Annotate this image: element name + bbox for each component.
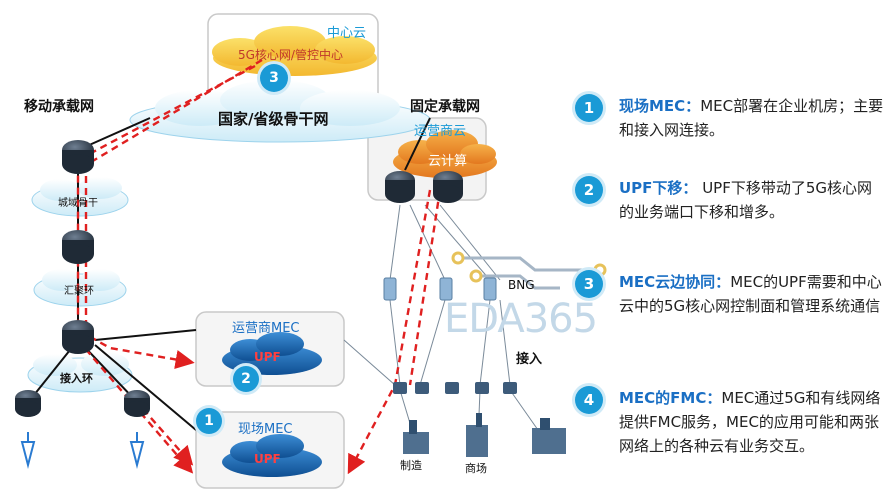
router-icon	[62, 230, 94, 264]
router-icon	[433, 171, 463, 203]
core-network-label: 5G核心网/管控中心	[238, 48, 343, 62]
item-number-3: 3	[575, 270, 603, 298]
operator-cloud-label: 运营商云	[414, 124, 467, 139]
explanation-item-3: 3 MEC云边协同：MEC的UPF需要和中心云中的5G核心网控制面和管理系统通信	[575, 270, 887, 346]
center-cloud-label: 中心云	[327, 26, 367, 41]
item-body-2: UPF下移带动了5G核心网的业务端口下移和增多。	[619, 179, 873, 221]
backbone-label: 国家/省级骨干网	[218, 110, 329, 128]
item-number-1: 1	[575, 94, 603, 122]
badge-1: 1	[196, 408, 222, 434]
explanation-item-1: 1 现场MEC：MEC部署在企业机房；主要和接入网连接。	[575, 94, 887, 150]
badge-2: 2	[233, 366, 259, 392]
antenna-icon	[129, 432, 145, 469]
item-body-4: MEC通过5G和有线网络提供FMC服务，MEC的应用可能和两张网络上的各种云有业…	[619, 389, 881, 455]
antenna-icon	[20, 432, 36, 469]
item-body-1: MEC部署在企业机房；主要和接入网连接。	[619, 97, 884, 139]
city-backbone-label: 城域骨干	[58, 198, 98, 209]
badge-3: 3	[260, 64, 288, 92]
cloud-compute-label: 云计算	[428, 154, 468, 169]
item-body-3: MEC的UPF需要和中心云中的5G核心网控制面和管理系统通信	[619, 273, 882, 315]
aggregation-ring-label: 汇聚环	[64, 286, 94, 297]
mall-label: 商场	[465, 462, 487, 475]
access-label: 接入	[516, 352, 543, 367]
mall-icon	[466, 413, 488, 457]
enterprise-building-icon	[532, 418, 566, 454]
upf-cloud-onsite	[222, 434, 322, 477]
item-title-3: MEC云边协同：	[619, 273, 731, 291]
factory-icon	[403, 420, 429, 454]
access-device-icon	[393, 382, 517, 394]
router-icon	[124, 390, 150, 417]
bng-label: BNG	[508, 278, 535, 292]
upf-label-onsite: UPF	[254, 452, 281, 466]
explanation-item-4: 4 MEC的FMC：MEC通过5G和有线网络提供FMC服务，MEC的应用可能和两…	[575, 386, 887, 486]
item-title-4: MEC的FMC：	[619, 389, 722, 407]
router-icon	[15, 390, 41, 417]
mobile-bearer-label: 移动承载网	[24, 99, 94, 115]
item-number-4: 4	[575, 386, 603, 414]
aggregation-ring-cloud	[33, 269, 127, 307]
backbone-cloud	[129, 80, 431, 143]
manufacturing-label: 制造	[400, 459, 422, 472]
explanation-item-2: 2 UPF下移： UPF下移带动了5G核心网的业务端口下移和增多。	[575, 176, 887, 232]
access-ring-label: 接入环	[60, 372, 93, 385]
router-icon	[62, 320, 94, 354]
switch-icon	[383, 277, 497, 301]
router-icon	[385, 171, 415, 203]
router-icon	[62, 140, 94, 174]
item-title-1: 现场MEC：	[619, 97, 701, 115]
watermark-text: EDA365	[444, 296, 598, 342]
watermark-trace	[458, 256, 600, 290]
operator-mec-label: 运营商MEC	[232, 321, 300, 336]
city-backbone-cloud	[31, 177, 129, 217]
onsite-mec-label: 现场MEC	[238, 422, 293, 437]
upf-label-operator: UPF	[254, 350, 281, 364]
fixed-access-links	[343, 204, 546, 441]
access-ring-cloud	[27, 352, 133, 393]
cloud-compute	[393, 130, 497, 178]
item-number-2: 2	[575, 176, 603, 204]
fixed-bearer-label: 固定承载网	[410, 99, 480, 115]
item-title-2: UPF下移：	[619, 179, 698, 197]
